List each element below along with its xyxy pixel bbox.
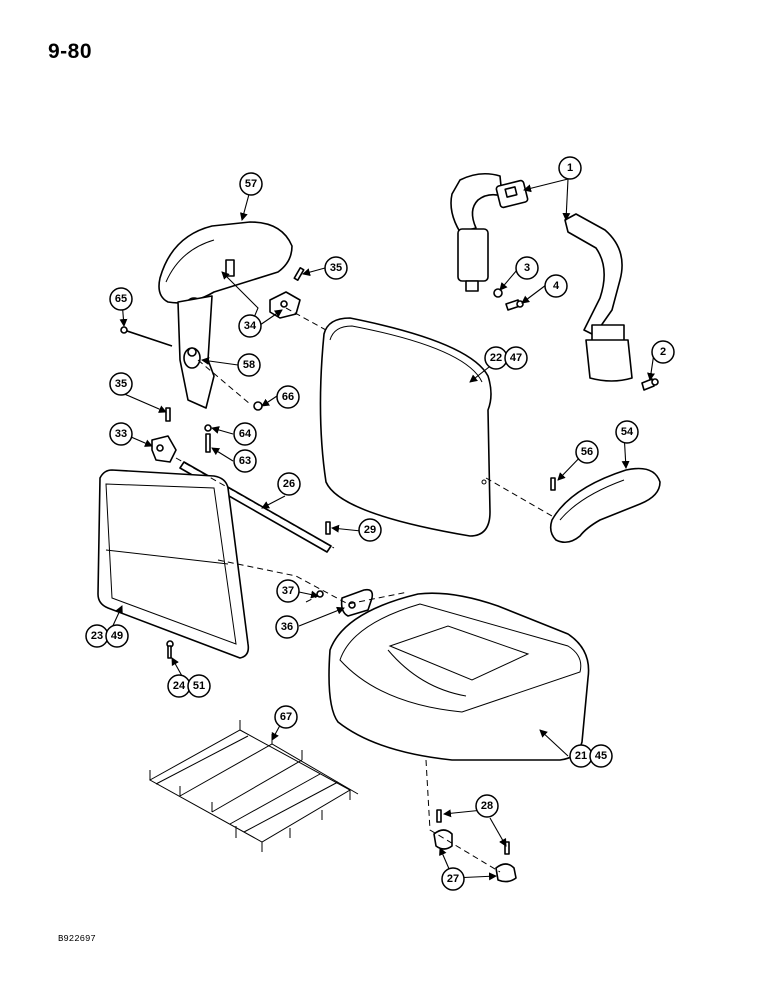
- svg-text:22: 22: [490, 352, 502, 364]
- svg-text:45: 45: [595, 750, 607, 762]
- svg-text:2: 2: [660, 346, 666, 358]
- seat-belt-tongue-half: [564, 213, 633, 382]
- svg-text:36: 36: [281, 621, 293, 633]
- svg-text:58: 58: [243, 359, 255, 371]
- svg-text:26: 26: [283, 478, 295, 490]
- svg-text:3: 3: [524, 262, 530, 274]
- svg-text:64: 64: [239, 428, 252, 440]
- callout: 35: [109, 372, 133, 396]
- svg-text:4: 4: [553, 280, 560, 292]
- svg-text:65: 65: [115, 293, 127, 305]
- callout: 51: [187, 674, 211, 698]
- callout: 65: [109, 287, 133, 311]
- seat-bracket: [316, 588, 374, 617]
- svg-text:33: 33: [115, 428, 127, 440]
- svg-text:35: 35: [330, 262, 342, 274]
- seat-backrest: [319, 317, 492, 537]
- callout: 54: [615, 420, 639, 444]
- svg-text:56: 56: [581, 446, 593, 458]
- svg-text:29: 29: [364, 524, 376, 536]
- callout: 27: [441, 867, 465, 891]
- right-armrest: [549, 467, 661, 544]
- svg-text:35: 35: [115, 378, 127, 390]
- svg-text:1: 1: [567, 162, 573, 174]
- callout: 29: [358, 518, 382, 542]
- callout: 49: [105, 624, 129, 648]
- svg-text:24: 24: [173, 680, 186, 692]
- callout: 58: [237, 353, 261, 377]
- left-armrest: [158, 221, 293, 409]
- svg-text:49: 49: [111, 630, 123, 642]
- callout: 35: [324, 256, 348, 280]
- seat-belt-buckle-half: [450, 172, 529, 292]
- svg-text:21: 21: [575, 750, 587, 762]
- svg-text:28: 28: [481, 800, 493, 812]
- callout: 1: [558, 156, 582, 180]
- callout: 45: [589, 744, 613, 768]
- callout: 24: [167, 674, 191, 698]
- svg-text:54: 54: [621, 426, 634, 438]
- callout: 57: [239, 172, 263, 196]
- page-number: 9-80: [48, 40, 93, 63]
- callout: 21: [569, 744, 593, 768]
- callout: 22: [484, 346, 508, 370]
- callout: 67: [274, 705, 298, 729]
- callout: 2: [651, 340, 675, 364]
- callout: 33: [109, 422, 133, 446]
- callout: 56: [575, 440, 599, 464]
- svg-text:66: 66: [282, 391, 294, 403]
- svg-text:23: 23: [91, 630, 103, 642]
- seat-cushion: [328, 592, 590, 761]
- svg-text:67: 67: [280, 711, 292, 723]
- back-cover-panel: [97, 469, 250, 659]
- callout: 4: [544, 274, 568, 298]
- callout: 23: [85, 624, 109, 648]
- svg-text:47: 47: [510, 352, 522, 364]
- svg-text:57: 57: [245, 178, 257, 190]
- callout: 3: [515, 256, 539, 280]
- svg-text:34: 34: [244, 320, 257, 332]
- assembly-lines: [175, 307, 553, 873]
- callout: 47: [504, 346, 528, 370]
- svg-text:63: 63: [239, 455, 251, 467]
- belt-hardware: [493, 288, 659, 391]
- svg-text:37: 37: [282, 585, 294, 597]
- seat-clips: [433, 809, 517, 883]
- svg-text:27: 27: [447, 873, 459, 885]
- callout: 63: [233, 449, 257, 473]
- pin: [325, 521, 331, 535]
- seat-wire-frame: [148, 720, 359, 852]
- callout: 28: [475, 794, 499, 818]
- callout: 66: [276, 385, 300, 409]
- document-code: B922697: [58, 934, 96, 944]
- callout: 26: [277, 472, 301, 496]
- callout: 64: [233, 422, 257, 446]
- callout: 37: [276, 579, 300, 603]
- callout: 36: [275, 615, 299, 639]
- svg-text:51: 51: [193, 680, 205, 692]
- callout: 34: [238, 314, 262, 338]
